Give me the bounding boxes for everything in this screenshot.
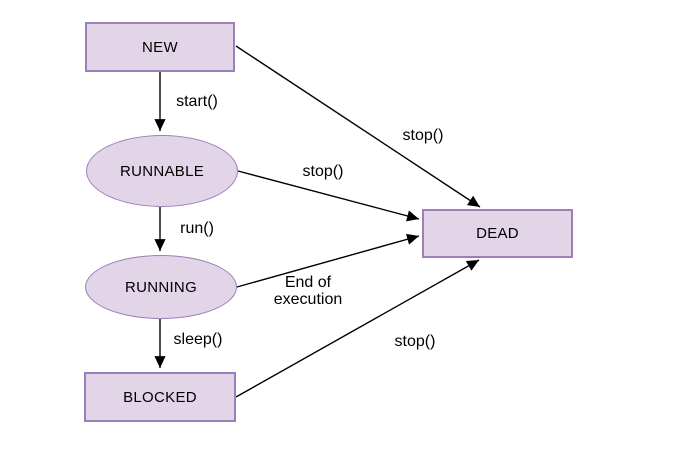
edge-blocked-to-dead-arrow	[235, 259, 480, 398]
edge-running-to-dead-arrow	[236, 233, 420, 288]
state-node-runnable: RUNNABLE	[86, 135, 238, 207]
state-node-blocked-label: BLOCKED	[123, 388, 197, 406]
edge-label-stop-new-to-dead: stop()	[402, 127, 444, 144]
edge-label-start: start()	[176, 93, 218, 110]
edge-runnable-to-dead-arrow	[237, 170, 420, 222]
edge-new-to-dead-arrow	[235, 45, 481, 208]
edge-label-end-of-execution: End of execution	[273, 274, 343, 308]
edge-label-stop-runnable-to-dead: stop()	[302, 163, 344, 180]
state-node-running: RUNNING	[85, 255, 237, 319]
state-node-blocked: BLOCKED	[84, 372, 236, 422]
state-node-new-label: NEW	[142, 38, 178, 56]
edge-label-stop-blocked-to-dead: stop()	[394, 333, 436, 350]
edge-label-run: run()	[180, 220, 214, 237]
state-node-dead-label: DEAD	[476, 225, 519, 242]
state-node-runnable-label: RUNNABLE	[119, 162, 205, 180]
state-node-new: NEW	[85, 22, 235, 72]
edge-label-sleep: sleep()	[173, 331, 223, 348]
state-node-running-label: RUNNING	[124, 278, 198, 296]
state-node-dead: DEAD	[422, 209, 573, 258]
